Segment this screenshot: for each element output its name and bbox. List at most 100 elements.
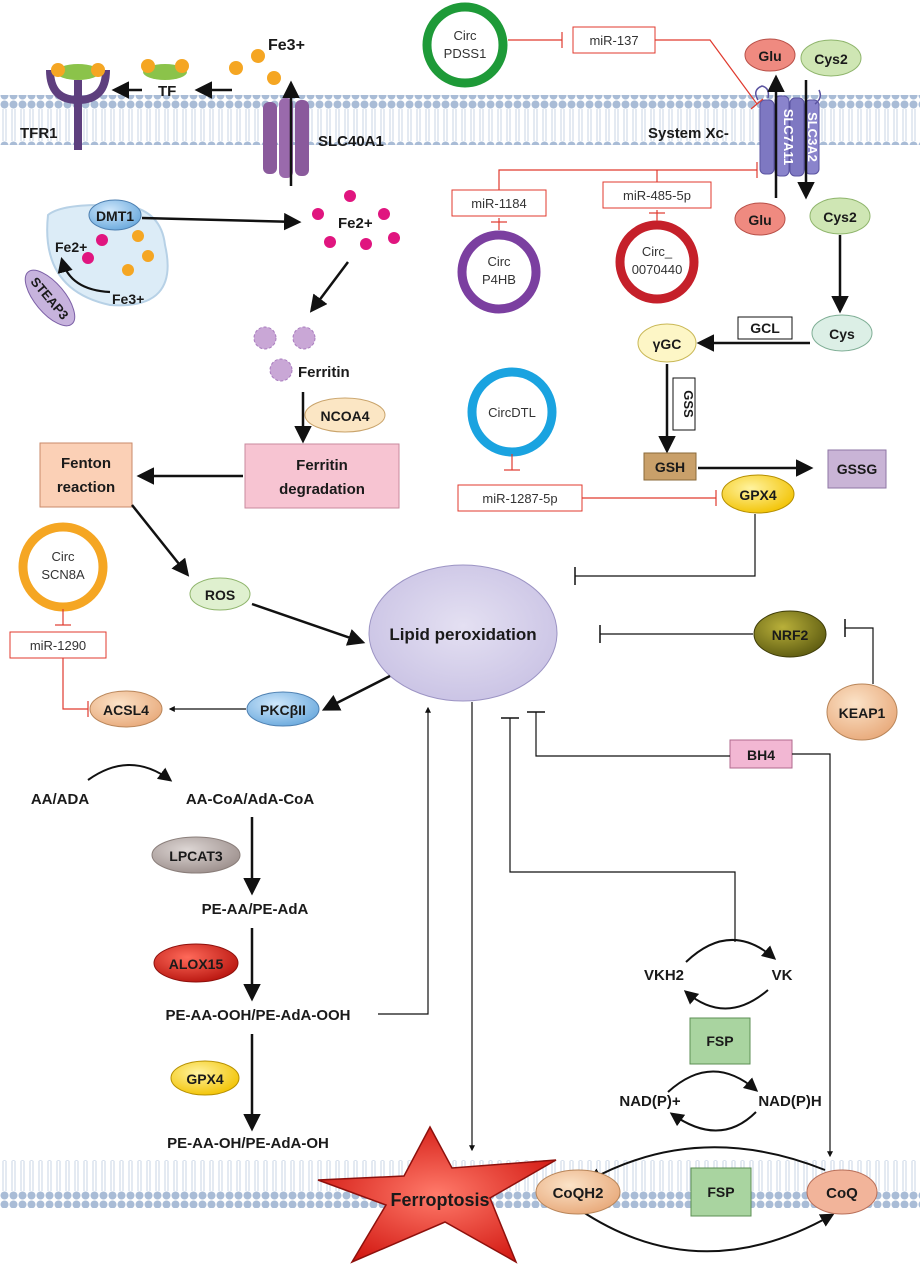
system-xc-transporter-icon [755,85,822,177]
fsp-mid-label: FSP [706,1033,733,1049]
circ-dtl-ring [467,367,557,457]
ferritin-icon [253,326,316,382]
lpcat3-label: LPCAT3 [169,848,223,864]
ferritin-degradation-label-2: degradation [279,481,365,498]
slc40a1-label: SLC40A1 [318,133,384,150]
lpcat3-enzyme [151,836,241,874]
coqh2-to-coq-arrow [579,1209,835,1253]
gpx4-inhibit-line [575,514,756,577]
gcl-box [737,316,793,340]
fe2-endosome-label: Fe2+ [55,239,87,255]
nrf2-node [753,610,827,658]
mir-137-box [572,26,656,54]
bh4-to-coq-arrow [792,753,833,1158]
cys2-out-label: Cys2 [814,51,848,67]
circ-scn8a-ring [18,522,108,612]
ferritin-label: Ferritin [298,364,350,381]
coqh2-node [535,1169,621,1215]
mir-137-label: miR-137 [589,33,638,48]
coqh2-label: CoQH2 [553,1185,604,1202]
ros-label: ROS [205,587,235,603]
gpx4-bottom-label: GPX4 [186,1071,224,1087]
fe3-ions-top [229,49,281,85]
glu-in-node [734,202,786,236]
aa-to-aacoa-arrow [87,764,173,782]
keap1-label: KEAP1 [839,705,886,721]
mir-1290-box [9,631,107,659]
vk-label: VK [772,967,793,984]
fsp-bottom-label: FSP [707,1184,734,1200]
dmt1-label: DMT1 [96,208,134,224]
mir1290-inhibit-line [62,658,88,710]
tfr1-label: TFR1 [20,125,58,142]
gss-label: GSS [681,390,696,418]
tf-label: TF [158,83,176,100]
bh4-label: BH4 [747,747,775,763]
ygc-node [637,323,697,363]
fe3-top-label: Fe3+ [268,37,305,54]
nadp-to-nadph-arrow [667,1070,759,1093]
cys2-out-node [800,39,862,77]
circ-pdss1-label-1: Circ [453,28,477,43]
gssg-box [827,449,887,489]
vk-inhibit-line [509,718,736,942]
nadph-to-nadp-arrow [669,1111,757,1132]
fe2-cytosol-ions [312,190,400,250]
ferroptosis-star [317,1125,557,1264]
gss-box [672,377,696,431]
gpx4-bottom-enzyme [170,1060,240,1096]
coq-node [806,1169,878,1215]
ros-to-lipid-arrow [251,602,366,646]
dmt1-to-fe2-arrow [141,212,302,231]
mir1184-inhibit-line [498,169,757,190]
bh4-inhibit-line [535,712,730,757]
slc3a2-label: SLC3A2 [805,112,820,162]
fenton-label-1: Fenton [61,455,111,472]
gsh-box [643,452,697,481]
cys-node [811,314,873,352]
ooh-to-lipid-arrow [378,706,431,1015]
ncoa4-protein [304,397,386,433]
cys-label: Cys [829,326,855,342]
circ-p4hb-label-2: P4HB [482,272,516,287]
mir-1287-box [457,484,583,512]
pkcbii-label: PKCβII [260,702,306,718]
slc7a11-label: SLC7A11 [781,109,796,165]
fenton-label-2: reaction [57,479,115,496]
circ-0070440-label-1: Circ_ [642,244,673,259]
slc40a1-transporter-icon [263,98,309,178]
dmt1-protein [88,199,142,231]
ncoa4-label: NCOA4 [320,408,369,424]
circ-pdss1-ring [422,2,508,88]
circ-dtl-label: CircDTL [488,405,536,420]
lipid-peroxidation-node [368,564,558,702]
nrf2-label: NRF2 [772,627,809,643]
fenton-reaction-box [39,442,133,508]
fsp-mid-box [689,1017,751,1065]
circ-scn8a-label-1: Circ [51,549,75,564]
pkcbii-protein [246,691,320,727]
glu-out-node [744,38,796,72]
ferritin-degradation-box [244,443,400,509]
vkh2-label: VKH2 [644,967,684,984]
mir-1184-label: miR-1184 [471,196,526,211]
keap1-inhibit-line [845,627,874,684]
pe-aa-ooh-label: PE-AA-OOH/PE-AdA-OOH [166,1007,351,1024]
pe-aa-oh-label: PE-AA-OH/PE-AdA-OH [167,1135,329,1152]
fe2-cytosol-label: Fe2+ [338,215,373,232]
nadp-plus-label: NAD(P)+ [619,1093,680,1110]
vkh2-to-vk-arrow [685,938,777,963]
gcl-label: GCL [750,320,780,336]
gpx4-top-enzyme [721,474,795,514]
lipid-peroxidation-label: Lipid peroxidation [389,625,536,644]
endosome-iron-ions [82,230,154,276]
mir-1290-label: miR-1290 [30,638,86,653]
circ-p4hb-label-1: Circ [487,254,511,269]
ros-node [189,577,251,611]
cys2-in-label: Cys2 [823,209,857,225]
pe-aa-label: PE-AA/PE-AdA [202,901,309,918]
circ-p4hb-ring [457,230,541,314]
circ-0070440-label-2: 0070440 [632,262,683,277]
